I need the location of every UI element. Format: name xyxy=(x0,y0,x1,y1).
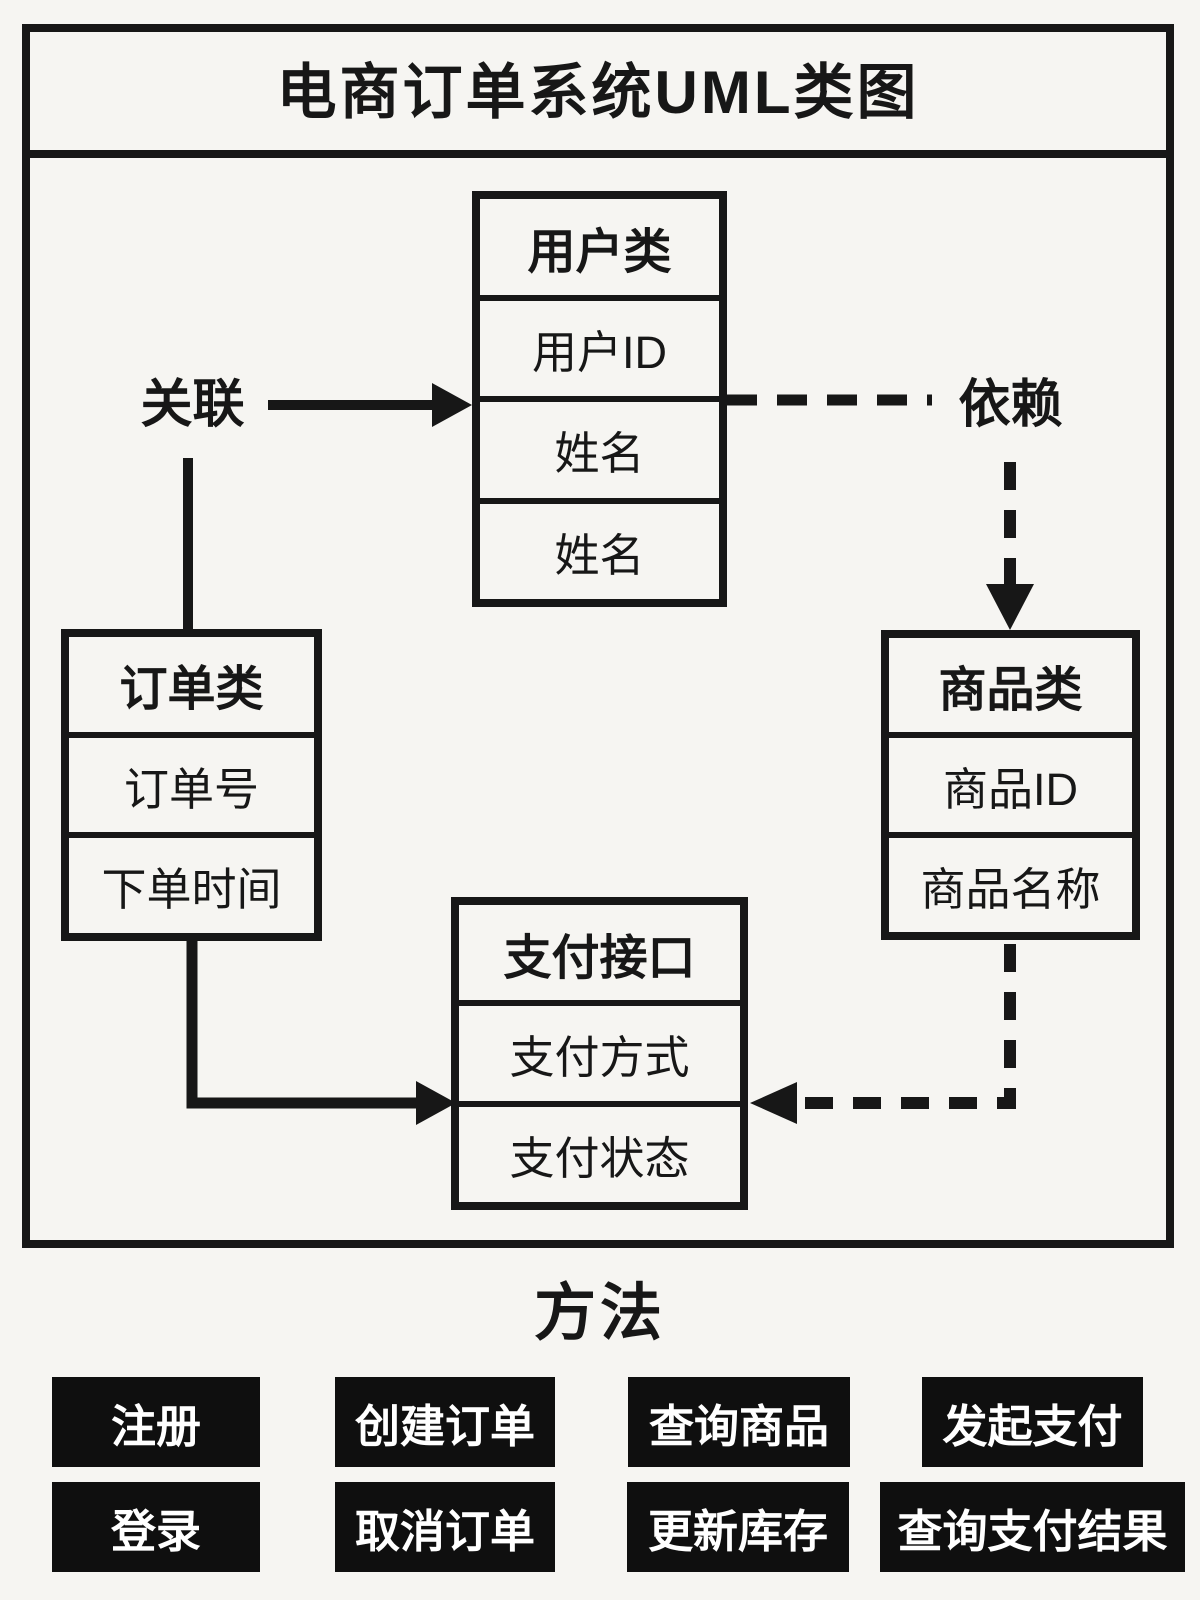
class-field: 订单号 xyxy=(69,731,314,833)
class-field: 商品名称 xyxy=(889,832,1132,932)
methods-heading: 方法 xyxy=(533,1279,666,1348)
method-button-register[interactable]: 注册 xyxy=(52,1377,260,1467)
class-title-user: 用户类 xyxy=(527,225,672,279)
class-box-order: 订单类 订单号 下单时间 xyxy=(61,629,322,941)
class-field: 姓名 xyxy=(480,396,719,498)
class-field: 姓名 xyxy=(480,497,719,600)
method-button-query-product[interactable]: 查询商品 xyxy=(628,1377,850,1467)
association-label: 关联 xyxy=(140,376,245,434)
diagram-frame xyxy=(22,24,1174,1248)
class-title-product: 商品类 xyxy=(938,664,1083,717)
method-button-cancel-order[interactable]: 取消订单 xyxy=(335,1482,555,1572)
method-button-start-payment[interactable]: 发起支付 xyxy=(922,1377,1143,1467)
class-box-user: 用户类 用户ID 姓名 姓名 xyxy=(472,191,727,607)
class-field: 支付状态 xyxy=(459,1101,740,1202)
class-box-product: 商品类 商品ID 商品名称 xyxy=(881,630,1140,940)
class-field: 下单时间 xyxy=(69,832,314,933)
title-divider xyxy=(22,150,1174,158)
diagram-title: 电商订单系统UML类图 xyxy=(276,58,920,126)
method-button-query-payment-result[interactable]: 查询支付结果 xyxy=(880,1482,1185,1572)
method-button-create-order[interactable]: 创建订单 xyxy=(335,1377,555,1467)
class-title-order: 订单类 xyxy=(119,663,264,717)
class-field: 支付方式 xyxy=(459,1000,740,1101)
class-field: 用户ID xyxy=(480,294,719,397)
class-box-payment: 支付接口 支付方式 支付状态 xyxy=(451,897,748,1210)
dependency-label: 依赖 xyxy=(958,376,1063,434)
class-field: 商品ID xyxy=(889,732,1132,832)
method-button-update-stock[interactable]: 更新库存 xyxy=(627,1482,849,1572)
method-button-login[interactable]: 登录 xyxy=(52,1482,260,1572)
class-title-payment: 支付接口 xyxy=(503,931,696,985)
